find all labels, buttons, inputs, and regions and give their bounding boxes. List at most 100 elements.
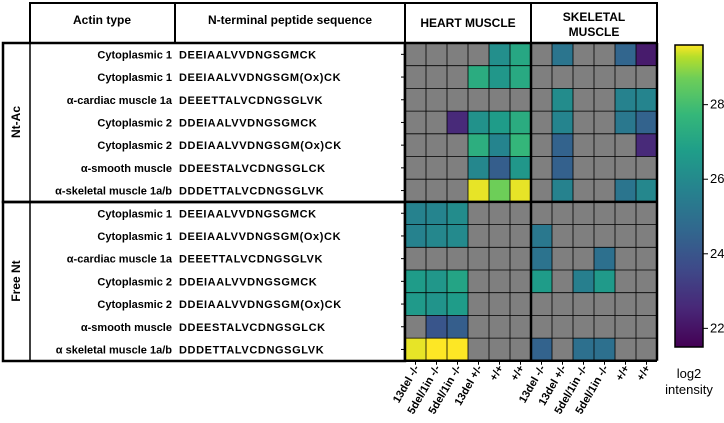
heatmap-cell — [573, 88, 594, 112]
heatmap-cell — [636, 292, 657, 316]
row-sequence: DDEESTALVCDNGSGLCK — [179, 163, 326, 175]
heatmap-cell — [489, 224, 510, 248]
heatmap-cell — [510, 270, 531, 293]
row-sequence: DEEETTALVCDNGSGLVK — [179, 95, 323, 107]
colorbar-tick-label: 28 — [710, 97, 724, 112]
heatmap-cell — [468, 201, 489, 225]
heatmap-cell — [531, 43, 552, 66]
heatmap-cell — [594, 270, 615, 293]
row-actin-type: Cytoplasmic 1 — [97, 49, 172, 61]
heatmap-cell — [636, 133, 657, 157]
heatmap-cell — [426, 338, 447, 361]
row-actin-type: Cytoplasmic 1 — [97, 208, 172, 220]
heatmap-cell — [636, 88, 657, 112]
heatmap-cell — [489, 247, 510, 270]
heatmap-cell — [531, 292, 552, 316]
heatmap-cell — [615, 224, 636, 248]
heatmap-cell — [552, 201, 573, 225]
heatmap-cell — [426, 292, 447, 316]
heatmap-cell — [636, 156, 657, 180]
colorbar-tick-label: 26 — [710, 171, 724, 186]
heatmap-cells — [405, 43, 657, 361]
heatmap-cell — [426, 247, 447, 270]
heatmap-cell — [531, 65, 552, 89]
heatmap-cell — [615, 133, 636, 157]
heatmap-cell — [594, 201, 615, 225]
heatmap-cell — [594, 292, 615, 316]
heatmap-cell — [447, 315, 468, 339]
row-actin-type: α skeletal muscle 1a/b — [56, 344, 172, 356]
heatmap-cell — [447, 247, 468, 270]
heatmap-cell — [405, 88, 426, 112]
row-actin-type: Cytoplasmic 1 — [97, 231, 172, 243]
row-sequence: DEEIAALVVDNGSGMCK — [179, 208, 317, 220]
heatmap-cell — [510, 88, 531, 112]
heatmap-cell — [426, 201, 447, 225]
heatmap-cell — [489, 133, 510, 157]
heatmap-cell — [531, 247, 552, 270]
heatmap-cell — [573, 179, 594, 202]
heatmap-cell — [447, 65, 468, 89]
heatmap-cell — [510, 315, 531, 339]
heatmap-cell — [531, 315, 552, 339]
heatmap-cell — [636, 179, 657, 202]
heatmap-cell — [426, 88, 447, 112]
heatmap-cell — [426, 111, 447, 134]
heatmap-cell — [426, 224, 447, 248]
heatmap-cell — [489, 201, 510, 225]
heatmap-cell — [573, 224, 594, 248]
heatmap-cell — [531, 201, 552, 225]
heatmap-cell — [573, 156, 594, 180]
heatmap-cell — [468, 315, 489, 339]
heatmap-cell — [489, 179, 510, 202]
heatmap-cell — [636, 315, 657, 339]
heatmap-cell — [510, 338, 531, 361]
heatmap-cell — [636, 65, 657, 89]
row-actin-type: α-cardiac muscle 1a — [67, 254, 173, 266]
x-tick-label: +/+ — [509, 363, 527, 383]
heatmap-cell — [468, 292, 489, 316]
row-sequence: DEEIAALVVDNGSGMCK — [179, 49, 317, 61]
heatmap-cell — [594, 247, 615, 270]
colorbar — [674, 44, 704, 348]
x-tick-label: +/+ — [614, 363, 632, 383]
heatmap-cell — [426, 315, 447, 339]
row-labels: Cytoplasmic 1 DEEIAALVVDNGSGMCK Cytoplasmi… — [55, 49, 405, 356]
row-sequence: DEEIAALVVDNGSGM(Ox)CK — [179, 231, 341, 243]
heatmap-cell — [615, 156, 636, 180]
heatmap-cell — [636, 270, 657, 293]
heatmap-cell — [510, 156, 531, 180]
heatmap-cell — [489, 270, 510, 293]
heatmap-cell — [447, 201, 468, 225]
heatmap-cell — [468, 156, 489, 180]
heatmap-cell — [615, 315, 636, 339]
group-label-nt-ac: Nt-Ac — [9, 106, 23, 138]
heatmap-cell — [405, 111, 426, 134]
skeletal-muscle-header-line2: MUSCLE — [569, 25, 620, 39]
heatmap-cell — [573, 247, 594, 270]
heatmap-cell — [573, 315, 594, 339]
heatmap-cell — [447, 111, 468, 134]
heart-muscle-header: HEART MUSCLE — [420, 16, 515, 30]
skeletal-muscle-header-line1: SKELETAL — [563, 10, 625, 24]
heatmap-cell — [447, 224, 468, 248]
heatmap-cell — [405, 315, 426, 339]
heatmap-cell — [447, 179, 468, 202]
heatmap-cell — [405, 224, 426, 248]
heatmap-cell — [636, 111, 657, 134]
heatmap-cell — [573, 65, 594, 89]
row-actin-type: Cytoplasmic 2 — [97, 117, 172, 129]
heatmap-cell — [531, 88, 552, 112]
row-sequence: DDEIAALVVDNGSGM(Ox)CK — [179, 299, 342, 311]
heatmap-cell — [531, 270, 552, 293]
heatmap-cell — [405, 270, 426, 293]
heatmap-cell — [594, 338, 615, 361]
heatmap-cell — [510, 65, 531, 89]
heatmap-cell — [573, 133, 594, 157]
heatmap-cell — [615, 43, 636, 66]
heatmap-cell — [552, 88, 573, 112]
heatmap-cell — [552, 315, 573, 339]
heatmap-cell — [405, 179, 426, 202]
heatmap-cell — [552, 111, 573, 134]
